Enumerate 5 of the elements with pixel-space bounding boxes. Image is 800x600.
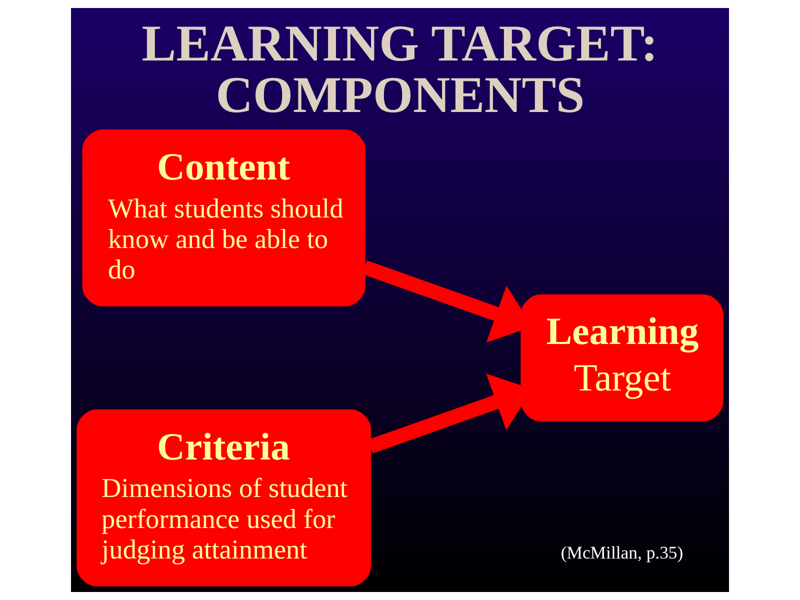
node-box: Criteria Dimensions of student performance used for judging attainment — [76, 409, 372, 586]
diagram-title: LEARNING TARGET: COMPONENTS — [142, 15, 658, 124]
node-box: Learning Target — [520, 294, 724, 422]
label: (McMillan, p.35) — [560, 542, 684, 563]
node-box: Content What students should know and be able to do — [82, 129, 366, 306]
